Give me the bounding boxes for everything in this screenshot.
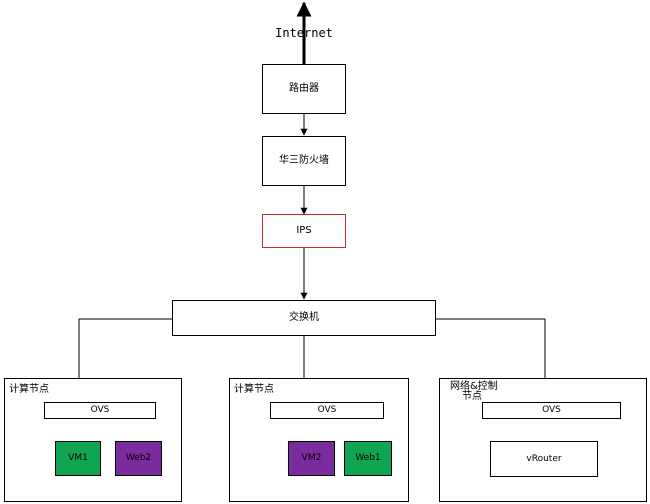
firewall-box: 华三防火墙 — [262, 136, 346, 186]
node2-ovs-box: OVS — [270, 402, 384, 419]
network-control-node-title-line1: 网络&控制 — [450, 381, 498, 392]
network-control-node-title-line2: 节点 — [462, 391, 482, 402]
compute-node-1-title: 计算节点 — [9, 384, 49, 395]
switch-box: 交换机 — [172, 300, 436, 336]
node2-web1-box: Web1 — [344, 441, 392, 476]
network-control-node-panel: 网络&控制 节点 — [439, 378, 647, 502]
node3-ovs-box: OVS — [482, 402, 621, 419]
compute-node-1-panel: 计算节点 — [4, 378, 182, 502]
switch-to-node1-arrow — [75, 318, 172, 403]
ips-box: IPS — [262, 214, 346, 248]
compute-node-2-panel: 计算节点 — [229, 378, 409, 502]
switch-to-node3-arrow — [436, 318, 549, 403]
node1-web2-box: Web2 — [115, 441, 162, 476]
compute-node-2-title: 计算节点 — [234, 384, 274, 395]
node1-ovs-box: OVS — [44, 402, 156, 419]
node2-vm2-box: VM2 — [288, 441, 335, 476]
internet-label: Internet — [275, 26, 333, 40]
vrouter-box: vRouter — [490, 441, 598, 477]
node1-vm1-box: VM1 — [55, 441, 101, 476]
router-box: 路由器 — [262, 64, 346, 114]
